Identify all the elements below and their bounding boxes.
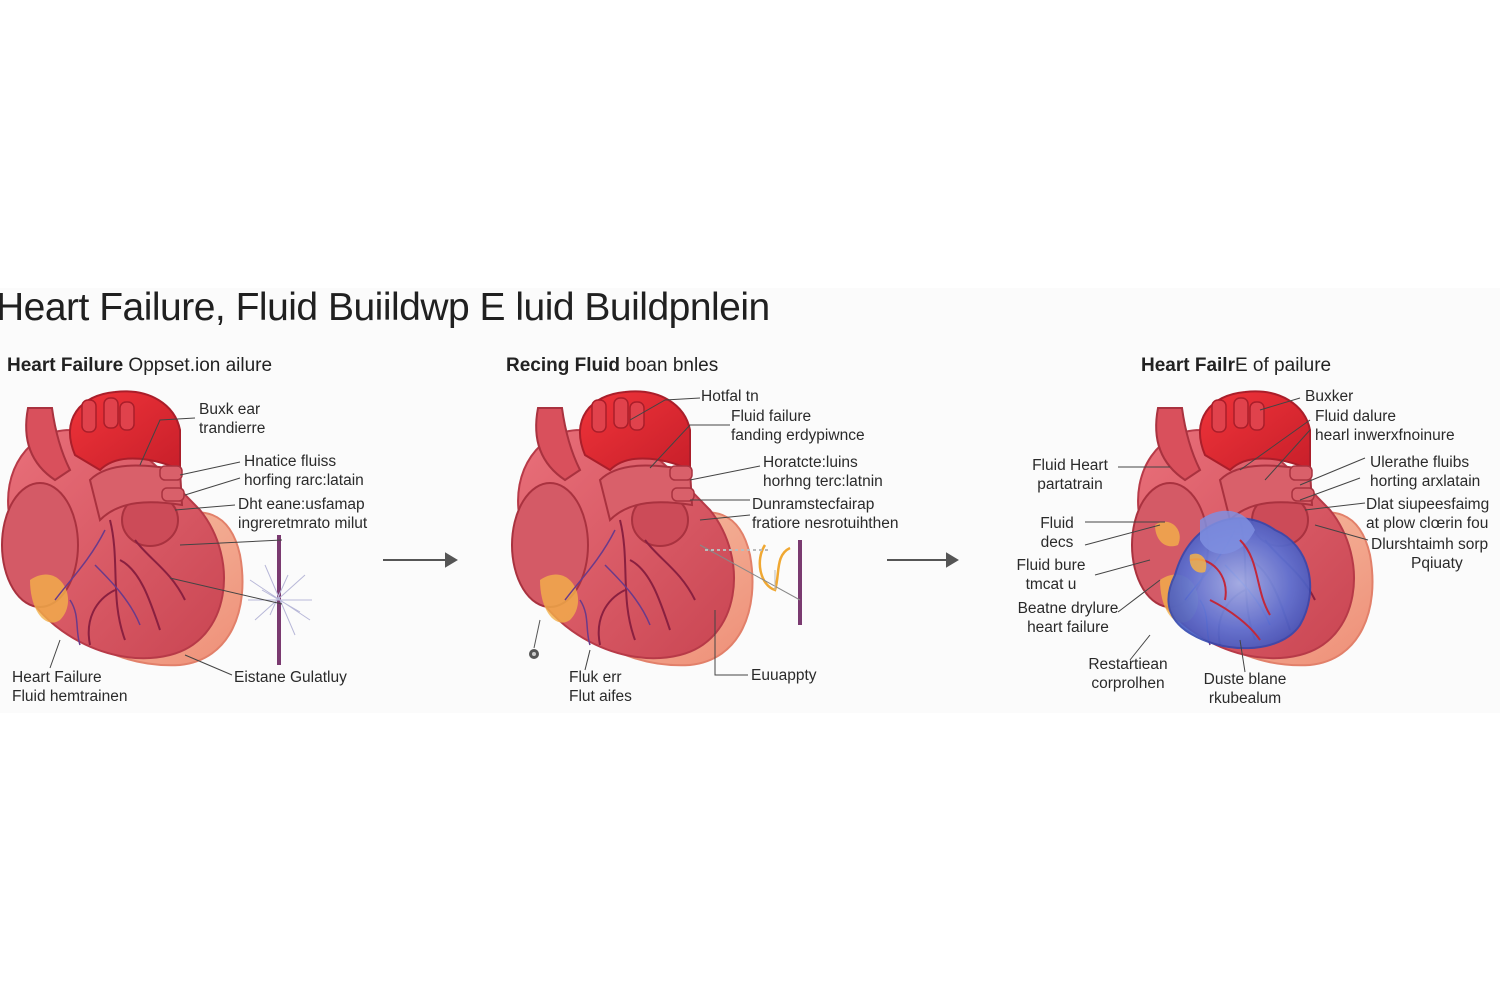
heart-illustration-2: [511, 390, 754, 667]
leader-lines-3: [1084, 397, 1369, 673]
panel-2-title: Recing Fluid boan bnles: [506, 355, 719, 376]
panel-1-label-5: Eistane Gulatluy: [234, 669, 347, 686]
panel-1-title: Heart Failure Oppset.ion ailure: [7, 355, 273, 376]
heart-illustration-3: [1131, 390, 1374, 667]
catheter-icon-2: [529, 540, 802, 659]
panel-3-label-r1: Buxker: [1305, 388, 1354, 405]
panel-2-label-6: Euuappty: [751, 667, 817, 684]
panel-2-label-1: Hotfal tn: [701, 388, 759, 405]
arrow-right-icon-1: [383, 552, 458, 568]
page-title: Heart Failure, Fluid Buiildwp E luid Bui…: [0, 286, 770, 329]
leader-lines-2: [584, 397, 761, 676]
leader-lines-1: [49, 417, 283, 676]
arrow-right-icon-2: [887, 552, 959, 568]
panel-3-title: Heart FailrE of pailure: [1141, 355, 1332, 376]
clot-icon-1: [248, 535, 312, 665]
